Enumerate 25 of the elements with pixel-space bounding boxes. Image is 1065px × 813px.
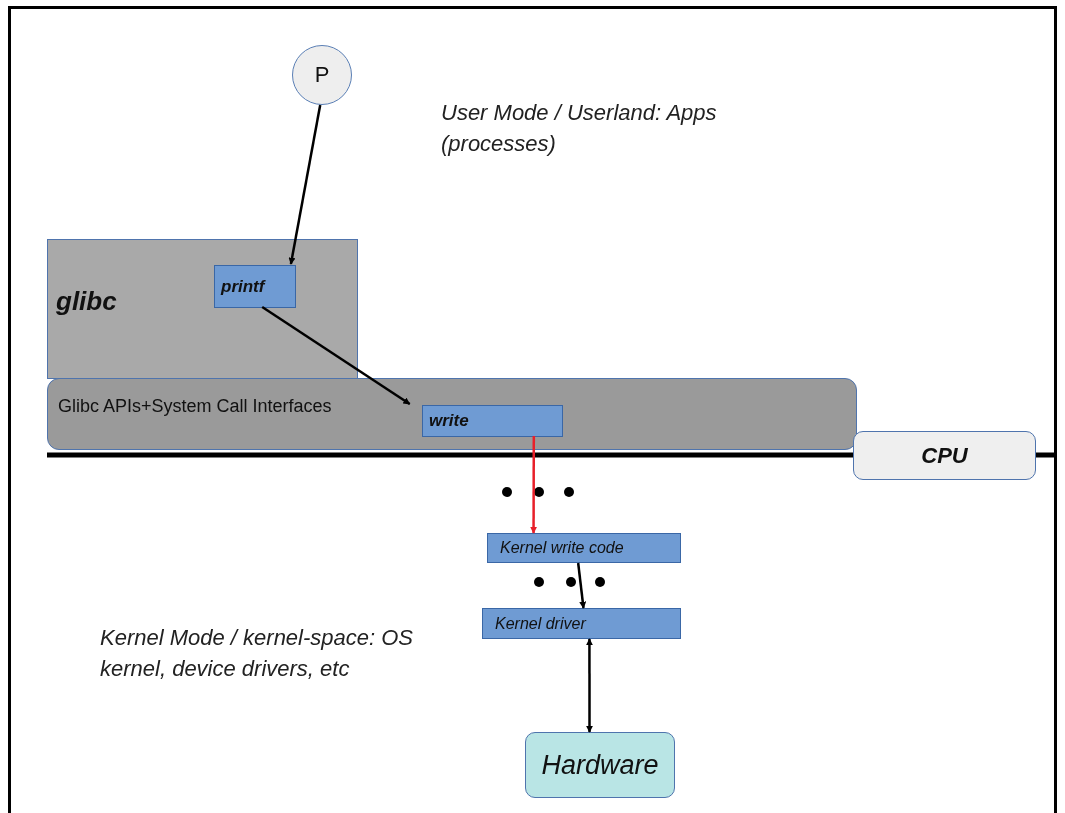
arrow [530,436,538,534]
arrow [288,104,322,265]
node-label: P [314,62,330,88]
node-label: Kernel driver [495,614,586,633]
node-label: Kernel write code [500,539,624,557]
node-label: write [429,411,469,431]
function-box [214,265,296,308]
process-circle [292,45,352,105]
node-label: printf [221,276,265,297]
function-box [422,405,563,437]
kernel-box [487,533,681,563]
mode-note: Kernel Mode / kernel-space: OS kernel, device drivers, etc [100,624,415,683]
arrow [576,562,587,609]
arrow [585,638,593,733]
arrow [261,305,411,406]
kernel-box [482,608,681,639]
node-label: CPU [921,442,968,469]
cpu-box [853,431,1036,480]
interface-band [47,378,857,450]
node-label: Hardware [541,749,659,781]
node-label: glibc [56,285,117,317]
node-label: Glibc APIs+System Call Interfaces [58,395,332,417]
mode-note: User Mode / Userland: Apps (processes) [441,99,718,158]
library-box [47,239,358,379]
hardware-box [525,732,675,798]
